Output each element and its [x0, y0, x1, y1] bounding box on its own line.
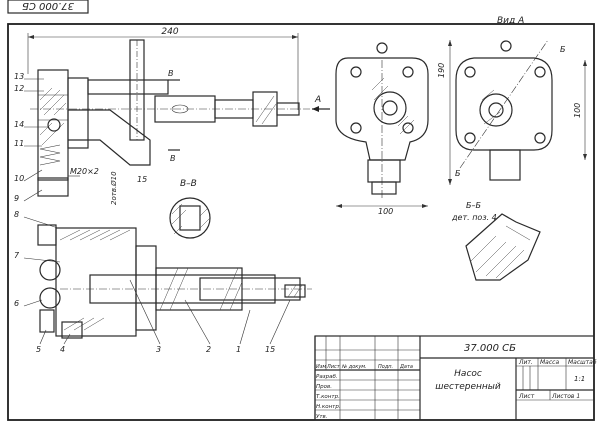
hdr-list: Лист	[326, 364, 341, 370]
role-razrab: Разраб.	[316, 374, 338, 380]
top-stamp-text: 37.000 СБ	[22, 0, 74, 11]
pos-2: 2	[206, 345, 211, 354]
role-tkontr: Т.контр.	[316, 394, 340, 400]
col-scale: Масштаб	[568, 359, 597, 366]
dim-100-side: 100	[573, 103, 582, 118]
section-bb-note: дет. поз. 4	[451, 213, 497, 222]
pos-5: 5	[36, 345, 41, 354]
pump-body	[37, 69, 69, 181]
sheet-frame	[7, 23, 595, 421]
dim-overall-length: 240	[161, 27, 178, 37]
pos-1: 1	[236, 345, 241, 354]
cut-v-top: В	[168, 69, 174, 78]
hdr-date: Дата	[399, 364, 413, 370]
designation: 37.000 СБ	[464, 343, 516, 354]
section-bb-title: Б–Б	[466, 201, 481, 210]
pos-6: 6	[14, 299, 19, 308]
dim-100-front: 100	[378, 207, 393, 216]
view-a: Вид А Б Б 100	[455, 16, 587, 181]
section-vv-title: В–В	[180, 179, 197, 189]
pos-10: 10	[14, 174, 24, 183]
lower-section-view: 8 7 6 5 4 3 2 1 15	[14, 210, 312, 354]
pos-14: 14	[14, 120, 24, 129]
dim-190: 190	[437, 63, 446, 78]
role-prov: Пров.	[316, 384, 332, 390]
front-view: 190 100	[335, 40, 452, 216]
pos-11: 11	[14, 139, 24, 148]
thread-callout: М20×2	[70, 167, 99, 176]
role-nkontr: Н.контр.	[316, 404, 341, 410]
hdr-doc: № докум.	[341, 364, 367, 370]
col-mass: Масса	[540, 359, 559, 366]
dim-15: 15	[137, 175, 147, 184]
pos-3: 3	[156, 345, 161, 354]
marker-a: А	[314, 95, 321, 105]
view-a-title: Вид А	[497, 16, 524, 26]
cut-b-top: Б	[560, 45, 566, 54]
outlet-pipe	[68, 109, 151, 166]
valve-spring	[39, 144, 61, 166]
pos-4: 4	[60, 345, 65, 354]
hdr-izm: Изм	[316, 364, 326, 370]
gear-housing-circle	[373, 91, 407, 125]
sheet-label: Лист	[518, 393, 535, 400]
main-view: 240 15 2отв.Ø10	[14, 27, 330, 205]
sheets-label: Листов 1	[551, 393, 580, 400]
title-block: Изм Лист № докум. Подп. Дата Разраб. Про…	[314, 335, 597, 421]
col-lit: Лит.	[518, 359, 533, 366]
role-utv: Утв.	[316, 414, 328, 420]
hdr-sign: Подп.	[378, 364, 393, 370]
pos-7: 7	[14, 251, 20, 260]
pos-8: 8	[14, 210, 19, 219]
section-vv: В–В	[169, 179, 211, 239]
lower-body	[55, 227, 137, 337]
name-line2: шестеренный	[435, 382, 501, 392]
section-bb: Б–Б дет. поз. 4	[451, 201, 541, 281]
dim-holes: 2отв.Ø10	[110, 171, 118, 205]
pos-15: 15	[265, 345, 275, 354]
cut-v-bottom: В	[170, 154, 176, 163]
pos-12: 12	[14, 84, 24, 93]
top-stamp-box	[7, 0, 89, 14]
view-a-port	[479, 93, 513, 127]
name-line1: Насос	[454, 369, 482, 379]
pos-9: 9	[14, 194, 19, 203]
pos-13: 13	[14, 72, 24, 81]
cut-b-bottom: Б	[455, 169, 461, 178]
scale-value: 1:1	[574, 375, 585, 383]
